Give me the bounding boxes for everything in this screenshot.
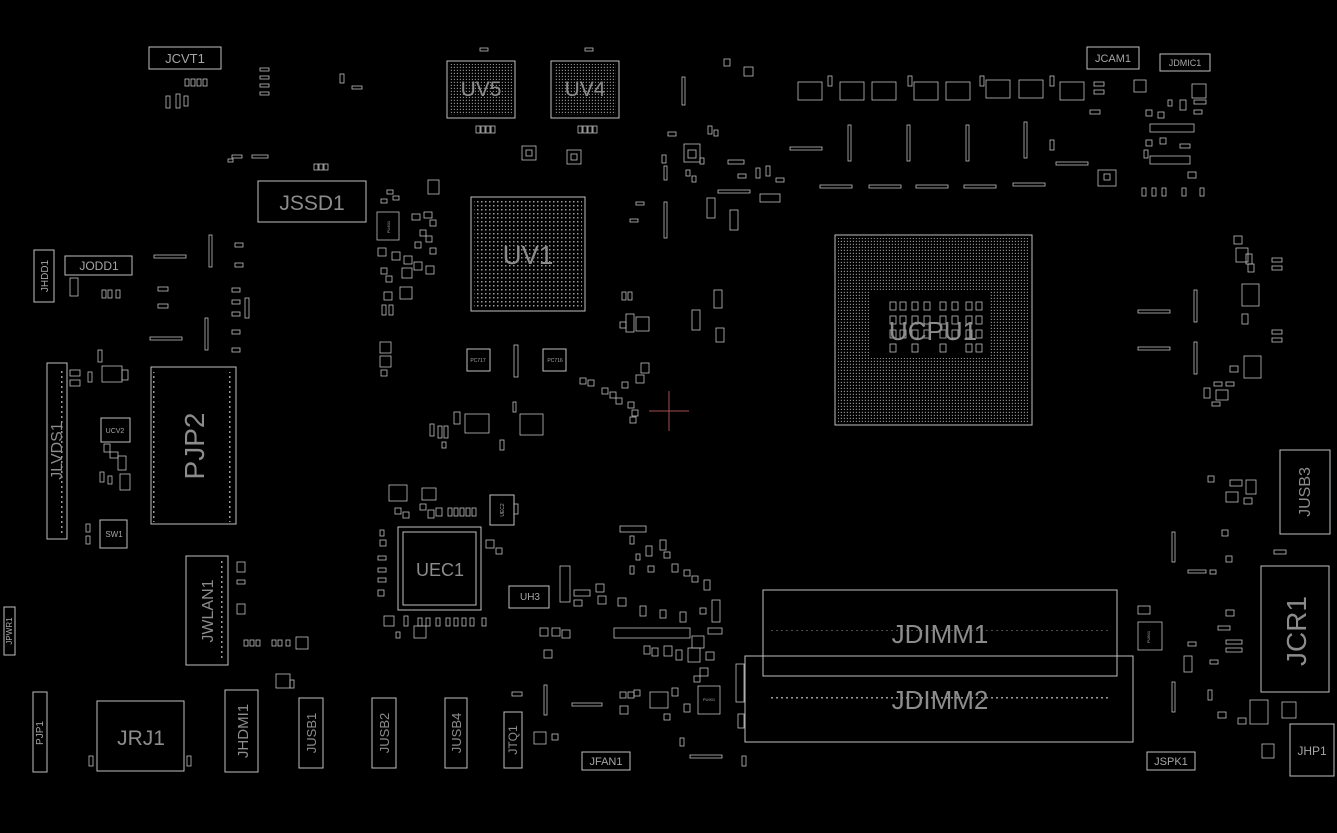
uv5-outline[interactable] bbox=[446, 60, 516, 119]
label-jwlan1[interactable]: JWLAN1 bbox=[200, 579, 217, 642]
label-jpwr1[interactable]: JPWR1 bbox=[5, 617, 14, 645]
label-pu401[interactable]: PU401 bbox=[386, 220, 391, 233]
ucv2-outline[interactable] bbox=[100, 417, 131, 443]
pjp2-outline[interactable] bbox=[150, 366, 237, 525]
label-jdimm2[interactable]: JDIMM2 bbox=[892, 685, 989, 715]
label-jhdmi1[interactable]: JHDMI1 bbox=[235, 704, 252, 758]
label-pjp1[interactable]: PJP1 bbox=[35, 721, 46, 745]
jcam1-outline[interactable] bbox=[1086, 46, 1140, 70]
jodd1-outline[interactable] bbox=[64, 255, 133, 276]
jusb4-outline[interactable] bbox=[444, 697, 468, 769]
jlvds1-outline[interactable] bbox=[46, 362, 68, 540]
label-uec1[interactable]: UEC1 bbox=[416, 560, 464, 580]
ucpu1-outline[interactable] bbox=[834, 234, 1033, 426]
label-ucpu1[interactable]: UCPU1 bbox=[889, 316, 977, 346]
jhdd1-outline[interactable] bbox=[33, 249, 55, 303]
jssd1-outline[interactable] bbox=[257, 180, 367, 223]
pc717-outline[interactable] bbox=[466, 348, 491, 372]
pjp1-outline[interactable] bbox=[32, 691, 48, 773]
label-pu801[interactable]: PU801 bbox=[1146, 630, 1151, 643]
jpwr1-outline[interactable] bbox=[3, 606, 16, 656]
jrj1-outline[interactable] bbox=[96, 700, 185, 772]
jusb3-outline[interactable] bbox=[1279, 449, 1331, 535]
label-jodd1[interactable]: JODD1 bbox=[79, 259, 119, 273]
label-jrj1[interactable]: JRJ1 bbox=[117, 727, 165, 750]
jcvt1-outline[interactable] bbox=[148, 46, 222, 70]
label-jtq1[interactable]: JTQ1 bbox=[506, 725, 520, 755]
uv1-outline[interactable] bbox=[470, 196, 586, 312]
label-jhp1[interactable]: JHP1 bbox=[1297, 744, 1327, 758]
jhdmi1-outline[interactable] bbox=[224, 689, 259, 773]
crosshair-cursor bbox=[649, 391, 689, 431]
pc716-outline[interactable] bbox=[542, 348, 567, 372]
jfan1-outline[interactable] bbox=[581, 751, 631, 771]
jusb1-outline[interactable] bbox=[298, 697, 324, 769]
label-uv4[interactable]: UV4 bbox=[565, 78, 606, 101]
label-uv5[interactable]: UV5 bbox=[461, 78, 502, 101]
jhp1-outline[interactable] bbox=[1289, 723, 1335, 777]
label-sw1[interactable]: SW1 bbox=[105, 530, 123, 539]
label-uh3[interactable]: UH3 bbox=[520, 592, 540, 603]
label-jdmic1[interactable]: JDMIC1 bbox=[1169, 58, 1202, 68]
jspk1-outline[interactable] bbox=[1146, 751, 1196, 771]
uv4-outline[interactable] bbox=[550, 60, 620, 119]
label-jcvt1[interactable]: JCVT1 bbox=[165, 51, 205, 66]
label-ucv2[interactable]: UCV2 bbox=[106, 428, 125, 435]
jwlan1-outline[interactable] bbox=[185, 555, 229, 666]
label-jusb4[interactable]: JUSB4 bbox=[449, 713, 464, 753]
uec1-inner bbox=[402, 531, 477, 606]
label-jspk1[interactable]: JSPK1 bbox=[1154, 756, 1188, 768]
label-pu901[interactable]: PU901 bbox=[703, 697, 716, 702]
label-jcam1[interactable]: JCAM1 bbox=[1095, 53, 1131, 65]
jusb2-outline[interactable] bbox=[371, 697, 397, 769]
label-pc717[interactable]: PC717 bbox=[470, 358, 486, 364]
label-jhdd1[interactable]: JHDD1 bbox=[40, 259, 51, 292]
label-pjp2[interactable]: PJP2 bbox=[179, 413, 210, 480]
label-uv1[interactable]: UV1 bbox=[503, 240, 554, 270]
label-jlvds1[interactable]: JLVDS1 bbox=[49, 422, 66, 480]
label-uec2[interactable]: UEC2 bbox=[500, 503, 506, 517]
label-jfan1[interactable]: JFAN1 bbox=[589, 756, 622, 768]
label-jcr1[interactable]: JCR1 bbox=[1281, 596, 1312, 666]
jdmic1-outline[interactable] bbox=[1159, 53, 1211, 72]
jdimm1-outline[interactable] bbox=[762, 589, 1118, 677]
label-jusb1[interactable]: JUSB1 bbox=[304, 713, 319, 753]
uh3-outline[interactable] bbox=[508, 585, 550, 609]
label-jusb3[interactable]: JUSB3 bbox=[1297, 467, 1314, 517]
jcr1-outline[interactable] bbox=[1260, 565, 1330, 693]
label-jdimm1[interactable]: JDIMM1 bbox=[892, 619, 989, 649]
jtq1-outline[interactable] bbox=[503, 711, 523, 769]
label-jssd1[interactable]: JSSD1 bbox=[279, 192, 344, 215]
label-jusb2[interactable]: JUSB2 bbox=[377, 713, 392, 753]
uec1-outline[interactable] bbox=[397, 526, 482, 611]
sw1-outline[interactable] bbox=[99, 519, 128, 549]
label-pc716[interactable]: PC716 bbox=[547, 358, 563, 364]
jdimm2-outline[interactable] bbox=[744, 655, 1134, 743]
